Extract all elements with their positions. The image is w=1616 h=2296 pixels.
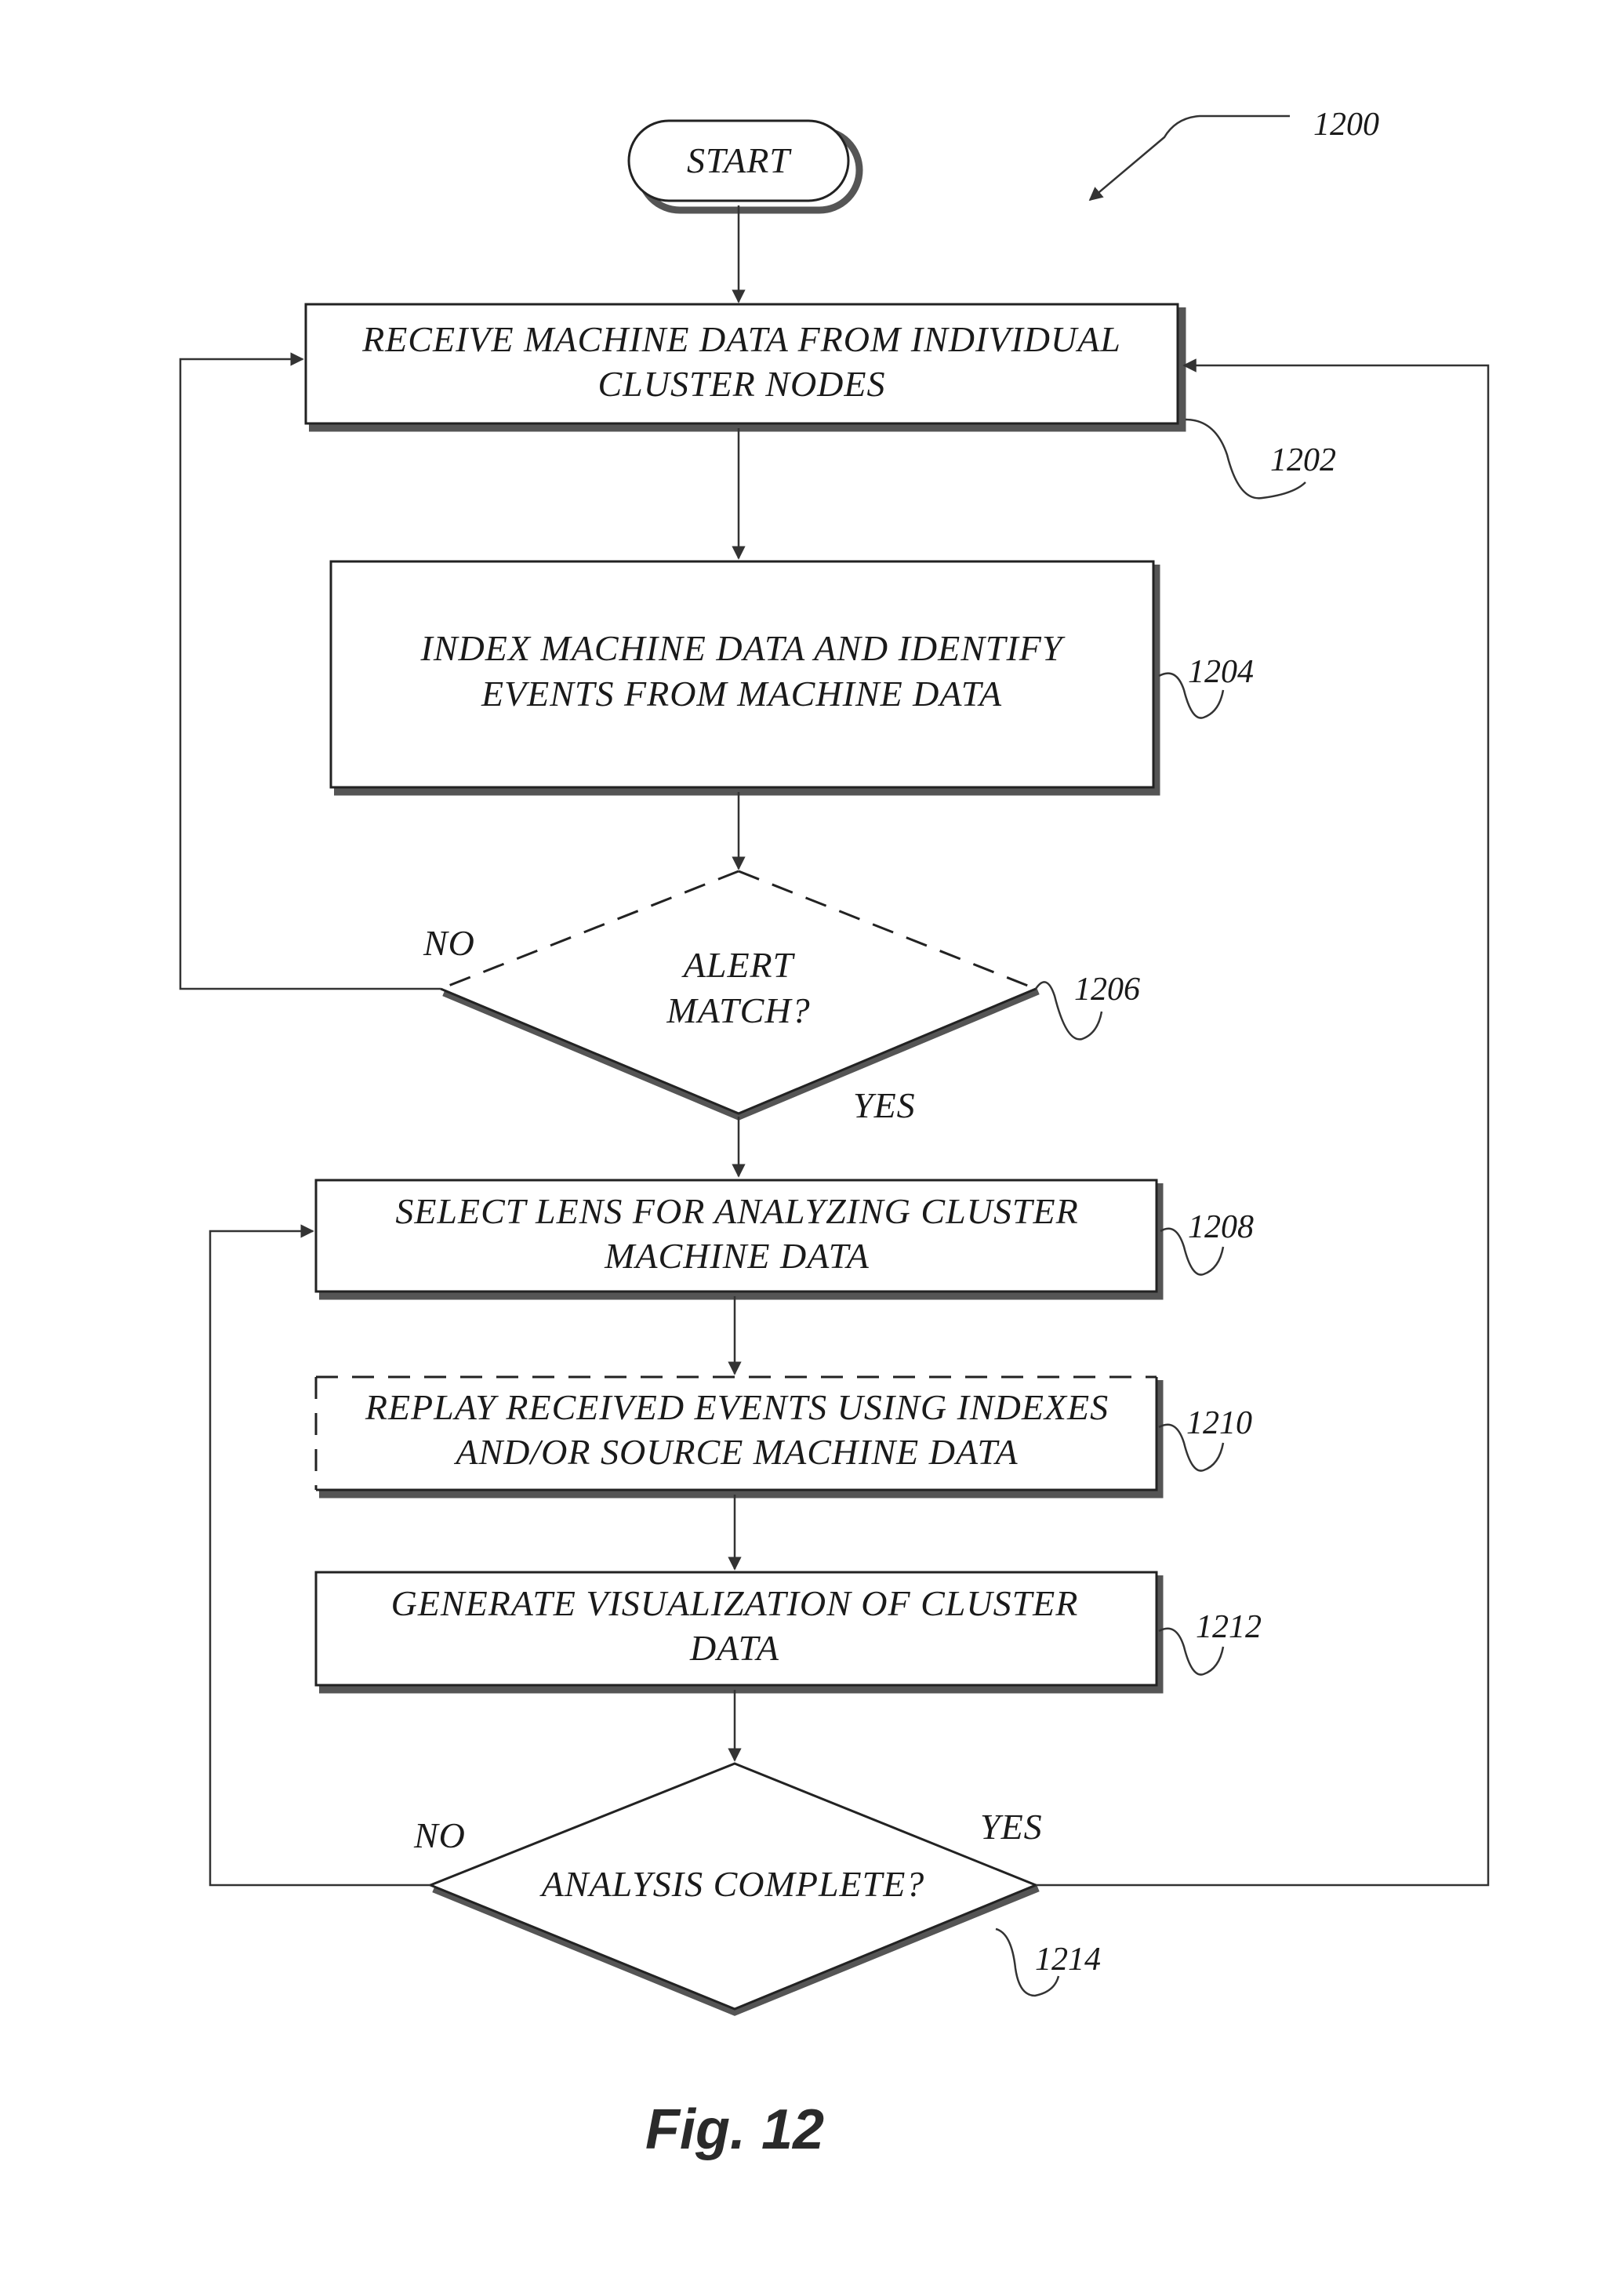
process-1210: REPLAY RECEIVED EVENTS USING INDEXES AND… bbox=[316, 1377, 1252, 1495]
process-1202: RECEIVE MACHINE DATA FROM INDIVIDUAL CLU… bbox=[306, 304, 1336, 498]
ref-1208: 1208 bbox=[1188, 1209, 1254, 1245]
process-1204-line-1: INDEX MACHINE DATA AND IDENTIFY bbox=[420, 628, 1066, 668]
process-1210-line-2: AND/OR SOURCE MACHINE DATA bbox=[453, 1432, 1018, 1472]
decision-1214-label: ANALYSIS COMPLETE? bbox=[539, 1864, 925, 1904]
ref-1212: 1212 bbox=[1196, 1609, 1262, 1645]
decision-1206-no: NO bbox=[423, 923, 475, 963]
process-1212: GENERATE VISUALIZATION OF CLUSTER DATA 1… bbox=[316, 1572, 1262, 1690]
reference-number: 1200 bbox=[1313, 107, 1379, 143]
ref-1204: 1204 bbox=[1188, 654, 1254, 690]
decision-1214: ANALYSIS COMPLETE? NO YES 1214 bbox=[413, 1764, 1101, 2012]
process-1208: SELECT LENS FOR ANALYZING CLUSTER MACHIN… bbox=[316, 1180, 1254, 1296]
decision-1206-line-1: ALERT bbox=[681, 945, 796, 985]
reference-arrow bbox=[1090, 116, 1290, 200]
start-label: START bbox=[687, 140, 792, 180]
start-terminal: START bbox=[629, 121, 859, 210]
reference-1200: 1200 bbox=[1090, 107, 1379, 200]
process-1212-line-1: GENERATE VISUALIZATION OF CLUSTER bbox=[391, 1583, 1079, 1623]
ref-1206: 1206 bbox=[1074, 972, 1140, 1008]
process-1202-line-2: CLUSTER NODES bbox=[598, 364, 886, 404]
decision-1206-yes: YES bbox=[853, 1085, 916, 1125]
process-1204: INDEX MACHINE DATA AND IDENTIFY EVENTS F… bbox=[331, 561, 1254, 792]
process-1208-line-2: MACHINE DATA bbox=[604, 1236, 870, 1276]
decision-1214-no: NO bbox=[413, 1815, 466, 1855]
process-1202-line-1: RECEIVE MACHINE DATA FROM INDIVIDUAL bbox=[361, 319, 1121, 359]
process-1204-line-2: EVENTS FROM MACHINE DATA bbox=[481, 674, 1002, 714]
process-1208-line-1: SELECT LENS FOR ANALYZING CLUSTER bbox=[395, 1191, 1078, 1231]
ref-1202: 1202 bbox=[1270, 442, 1336, 478]
process-1210-line-1: REPLAY RECEIVED EVENTS USING INDEXES bbox=[365, 1387, 1109, 1427]
process-1212-line-2: DATA bbox=[689, 1628, 779, 1668]
decision-1206-line-2: MATCH? bbox=[666, 990, 810, 1030]
ref-1210: 1210 bbox=[1186, 1405, 1252, 1441]
edge-1214-no-1208 bbox=[210, 1231, 430, 1885]
figure-caption: Fig. 12 bbox=[645, 2098, 824, 2161]
decision-1206: ALERT MATCH? NO YES 1206 bbox=[423, 871, 1140, 1125]
decision-1214-yes: YES bbox=[980, 1807, 1043, 1847]
ref-1214: 1214 bbox=[1035, 1942, 1101, 1978]
